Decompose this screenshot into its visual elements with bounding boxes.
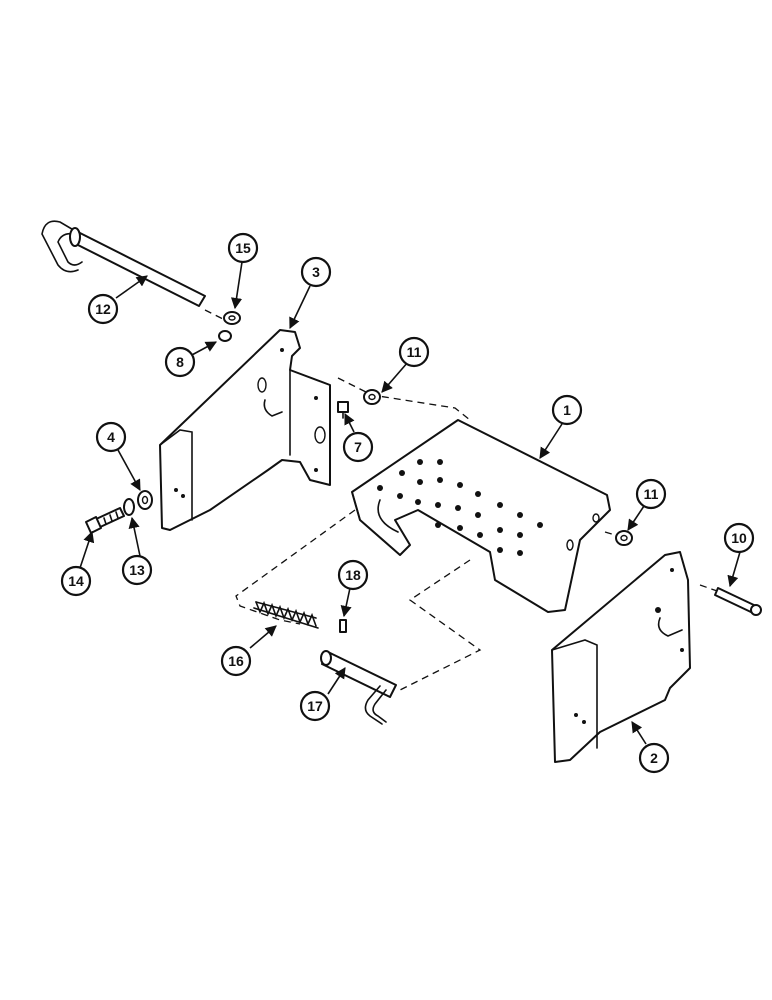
callout-11-lower: 11	[635, 478, 667, 510]
callout-label: 17	[307, 698, 323, 714]
part-10-pin	[714, 587, 762, 616]
callout-label: 13	[129, 562, 145, 578]
part-13-lockwasher	[123, 498, 135, 516]
part-7-pin	[337, 401, 349, 419]
callout-label: 3	[312, 264, 320, 280]
callout-label: 7	[354, 439, 362, 455]
callout-label: 15	[235, 240, 251, 256]
callout-1: 1	[551, 394, 583, 426]
callout-8: 8	[164, 346, 196, 378]
callout-label: 1	[563, 402, 571, 418]
callout-label: 2	[650, 750, 658, 766]
part-18-rollpin	[339, 619, 347, 633]
callout-label: 4	[107, 429, 115, 445]
callout-label: 18	[345, 567, 361, 583]
leader-lines	[79, 261, 741, 745]
callout-label: 8	[176, 354, 184, 370]
callout-17: 17	[299, 690, 331, 722]
callout-label: 16	[228, 653, 244, 669]
callout-13: 13	[121, 554, 153, 586]
callout-14: 14	[60, 565, 92, 597]
part-11-nut-lower	[615, 530, 633, 546]
callout-12: 12	[87, 293, 119, 325]
part-1-step-plate	[351, 419, 611, 613]
part-8-nut	[218, 330, 232, 342]
part-2-bracket	[551, 551, 691, 763]
callout-7: 7	[342, 431, 374, 463]
callout-label: 10	[731, 530, 747, 546]
callout-label: 12	[95, 301, 111, 317]
callout-3: 3	[300, 256, 332, 288]
callout-16: 16	[220, 645, 252, 677]
step-holes	[377, 459, 543, 556]
callout-2: 2	[638, 742, 670, 774]
part-4-washer	[137, 490, 153, 510]
part-12-pin	[41, 220, 206, 307]
callout-11-upper: 11	[398, 336, 430, 368]
callout-15: 15	[227, 232, 259, 264]
callout-10: 10	[723, 522, 755, 554]
part-17-shaft	[320, 650, 397, 725]
part-15-washer	[223, 311, 241, 325]
callout-18: 18	[337, 559, 369, 591]
part-16-spring	[253, 600, 319, 629]
callout-label: 11	[407, 344, 422, 360]
part-3-bracket	[159, 329, 331, 531]
part-14-bolt	[85, 507, 125, 534]
callout-label: 14	[68, 573, 84, 589]
callout-4: 4	[95, 421, 127, 453]
callout-label: 11	[644, 486, 659, 502]
part-11-nut-upper	[363, 389, 381, 405]
